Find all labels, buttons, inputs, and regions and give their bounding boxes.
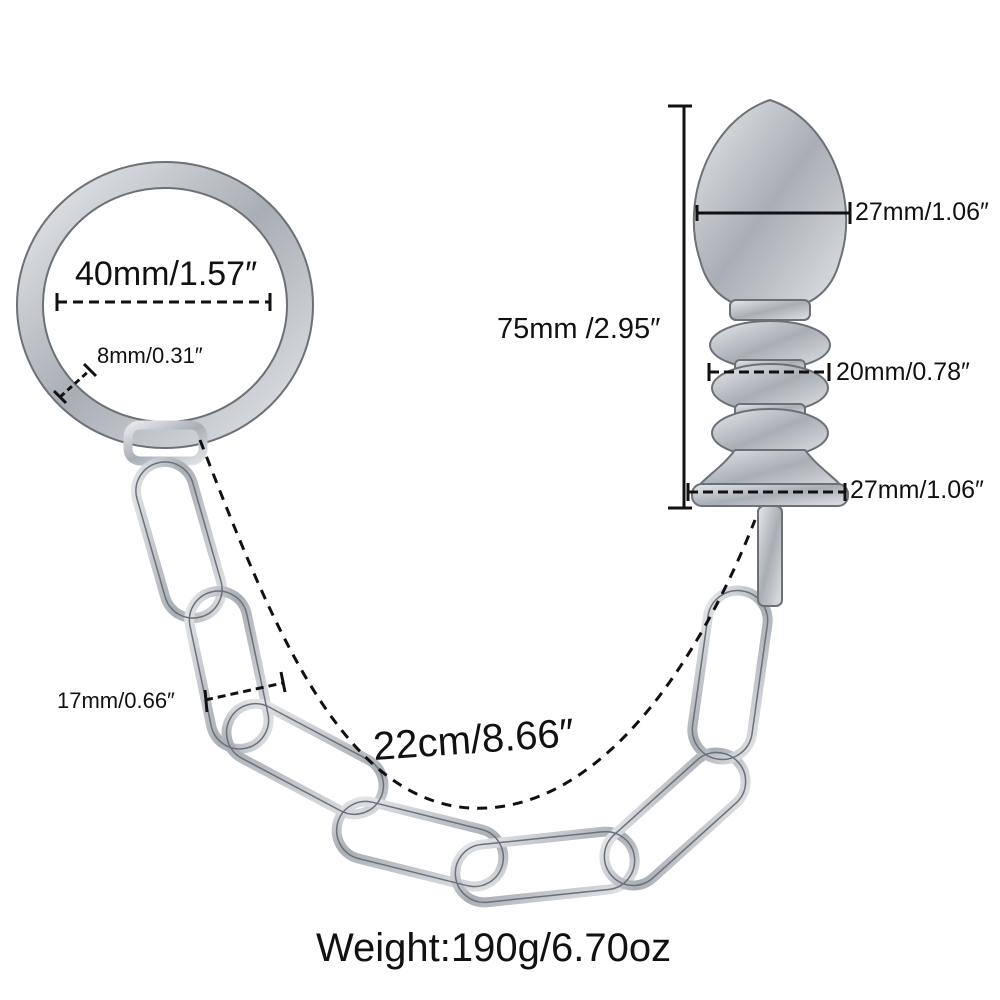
ring-shape (16, 161, 314, 466)
ring-thickness-label: 8mm/0.31″ (97, 343, 203, 368)
base-diameter-label: 27mm/1.06″ (850, 476, 984, 504)
body-length-label: 75mm /2.95″ (497, 313, 661, 345)
annotation-lines (52, 104, 852, 810)
chain-shape (130, 456, 773, 908)
top-diameter-label: 27mm/1.06″ (855, 198, 989, 226)
mid-diameter-label: 20mm/0.78″ (836, 358, 970, 386)
ring-diameter-label: 40mm/1.57″ (75, 255, 258, 293)
chain-link-width-label: 17mm/0.66″ (57, 688, 175, 713)
weight-label: Weight:190g/6.70oz (316, 926, 672, 970)
tapered-body-shape (691, 98, 849, 607)
